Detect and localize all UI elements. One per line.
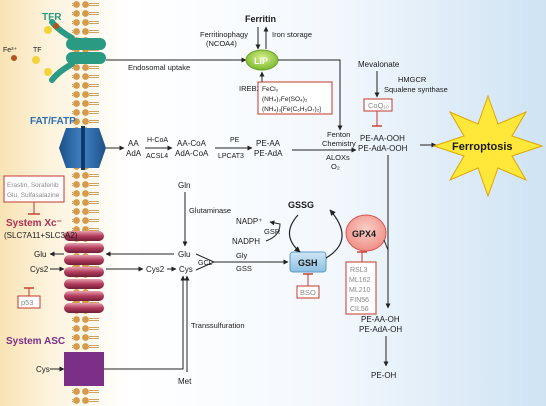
- gssg-label: GSSG: [288, 200, 314, 210]
- arrow-gpx4-reduce: [383, 239, 389, 251]
- tf-dot-icon: [32, 56, 40, 64]
- glu-sulfa-label: Glu, Sulfasalazine: [7, 192, 60, 199]
- ml210-label: ML210: [349, 287, 371, 294]
- tfr-label: TFR: [42, 12, 62, 23]
- peaa-label: PE-AA: [256, 139, 281, 148]
- peaaoh-label: PE-AA-OH: [361, 315, 400, 324]
- peadaoh-label: PE-AdA-OH: [359, 325, 402, 334]
- arrow-lip-fenton: [278, 59, 343, 131]
- cys2-in-label: Cys2: [146, 265, 165, 274]
- lip-label: LIP: [254, 56, 268, 66]
- cys-asc-label: Cys: [36, 365, 50, 374]
- hmgcr-label: HMGCR: [398, 75, 427, 84]
- fenton-label: Fenton: [327, 130, 350, 139]
- adacoa-label: AdA-CoA: [175, 149, 209, 158]
- arrow-gsr-cycle: [288, 214, 301, 253]
- glutaminase-label: Glutaminase: [189, 206, 231, 215]
- ferroptosis-star: [432, 94, 544, 198]
- ferritinophagy-label: Ferritinophagy: [200, 30, 248, 39]
- pe-label: PE: [230, 137, 240, 144]
- fin56-label: FIN56: [350, 297, 369, 304]
- system-asc-label: System ASC: [6, 336, 65, 347]
- gpx4-label: GPX4: [352, 229, 376, 239]
- gsh-label: GSH: [298, 258, 318, 268]
- peoh-label: PE-OH: [371, 371, 397, 380]
- fatp-transporter: [59, 126, 106, 170]
- tfr-receptor: [44, 19, 106, 83]
- fe3-label: Fe³⁺: [3, 47, 18, 54]
- arrow-gpx4-cycle: [325, 209, 343, 259]
- gpx4-inhibitor-box: [345, 261, 377, 315]
- acsl4-label: ACSL4: [146, 153, 168, 160]
- coq10-box: [363, 98, 393, 112]
- cell-membrane: [72, 0, 99, 406]
- system-xc-subunits: (SLC7A11+SLC3A2): [4, 231, 78, 240]
- fecit-label: (NH₄)₃[Fe(C₆H₅O₇)₂]: [262, 106, 321, 113]
- transsulf-label: Transsulfuration: [191, 321, 245, 330]
- nadph-label: NADPH: [232, 237, 260, 246]
- system-asc-transporter: [64, 352, 104, 386]
- gpx4-node: [345, 214, 387, 252]
- bso-box: [296, 285, 320, 299]
- arrow-nadph: [265, 220, 281, 242]
- peada-label: PE-AdA: [254, 149, 283, 158]
- met-label: Met: [178, 377, 192, 386]
- peaaooh-label: PE-AA-OOH: [360, 134, 405, 143]
- alox-label: ALOXs: [326, 153, 350, 162]
- mevalonate-label: Mevalonate: [358, 60, 400, 69]
- ada-label: AdA: [126, 149, 142, 158]
- cys2-out-label: Cys2: [30, 265, 49, 274]
- gss-label: GSS: [236, 264, 252, 273]
- system-xc-transporter: [64, 231, 104, 313]
- aa-label: AA: [128, 139, 139, 148]
- gly-label: Gly: [236, 251, 248, 260]
- glu-in-label: Glu: [178, 250, 190, 259]
- o2-label: O₂: [331, 162, 340, 171]
- ml162-label: ML162: [349, 277, 371, 284]
- peadaooh-label: PE-AdA-OOH: [358, 144, 408, 153]
- squalene-label: Squalene synthase: [384, 85, 448, 94]
- gcl-label: GCL: [198, 260, 213, 267]
- ncoa4-label: (NCOA4): [206, 39, 237, 48]
- fe3-dot-icon: [11, 55, 17, 61]
- lpcat3-label: LPCAT3: [218, 153, 244, 160]
- aacoa-label: AA-CoA: [177, 139, 207, 148]
- gsr-label: GSR: [264, 227, 281, 236]
- tf-label: TF: [33, 47, 42, 54]
- hcoa-label: H-CoA: [147, 137, 168, 144]
- glu-out-label: Glu: [34, 250, 46, 259]
- coq10-label: CoQ₁₀: [368, 101, 389, 110]
- ireb2-label: IREB2: [239, 84, 261, 93]
- ferritin-label: Ferritin: [245, 14, 276, 24]
- arrow-asc-cys: [104, 275, 186, 370]
- chemistry-label: Chemistry: [322, 139, 356, 148]
- system-xc-label: System Xc⁻: [6, 218, 62, 229]
- feso4-label: (NH₄)₂Fe(SO₄)₂: [262, 96, 308, 103]
- iron-storage-label: Iron storage: [272, 30, 312, 39]
- ferroptosis-label: Ferroptosis: [452, 141, 513, 153]
- erastin-label: Erastin, Sorafenib: [7, 182, 59, 189]
- cil56-label: CIL56: [350, 306, 369, 313]
- fat-label: FAT/FATP: [30, 116, 76, 127]
- endosomal-label: Endosomal uptake: [128, 63, 190, 72]
- fecl-label: FeCl₂: [262, 86, 279, 93]
- bso-label: BSO: [300, 288, 316, 297]
- iron-supplement-box: [257, 81, 333, 115]
- cys-label: Cys: [179, 265, 193, 274]
- rsl3-label: RSL3: [350, 267, 368, 274]
- p53-label: p53: [21, 298, 34, 307]
- gsh-node: [289, 251, 327, 273]
- gln-label: Gln: [178, 181, 190, 190]
- nadp-label: NADP⁺: [236, 217, 262, 226]
